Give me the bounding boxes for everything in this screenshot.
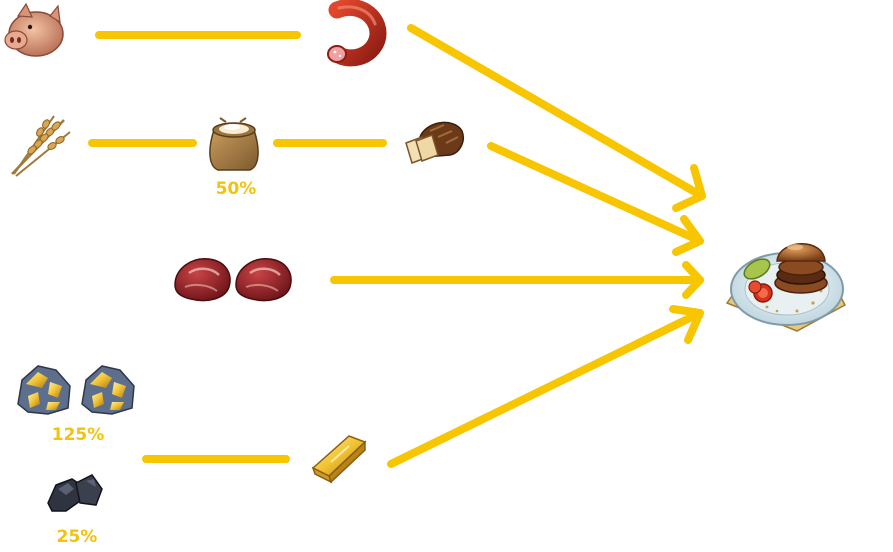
arrow-goldbar-dish [387,305,704,468]
burger-plate-icon [725,243,847,332]
gold-bar-icon [311,435,367,484]
flour-percent-label: 50% [216,179,257,199]
arrow-bread-dish [487,142,704,256]
coal-percent-label: 25% [57,527,98,547]
coal-icon [47,474,103,512]
gold-ore-icon [81,365,135,415]
gold-ore-percent-label: 125% [52,425,105,445]
gold-ore-icon [17,365,71,415]
raw-meat-icon [174,258,231,302]
sausage-icon [327,0,387,67]
arrow-sausage-dish [407,24,706,212]
pig-head-icon [4,2,64,57]
flour-sack-icon [209,117,259,171]
arrow-meat-dish [330,261,704,299]
raw-meat-icon [235,258,292,302]
wheat-icon [11,115,71,177]
bread-loaf-icon [405,121,464,164]
